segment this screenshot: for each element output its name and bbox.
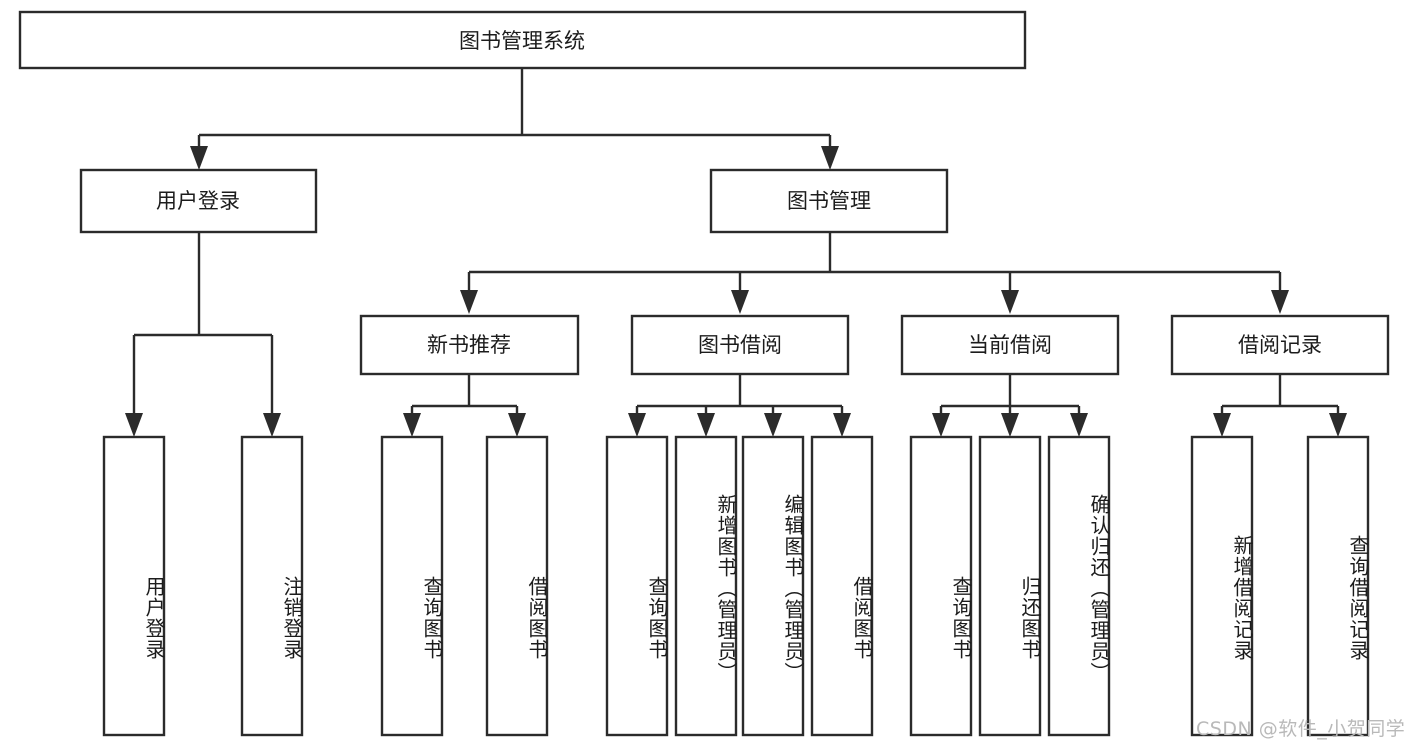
leaf-logout[interactable] bbox=[240, 435, 304, 737]
node-new-book-recommend-label: 新书推荐 bbox=[427, 333, 511, 357]
csdn-watermark: CSDN @软件_小贺同学 bbox=[1196, 718, 1405, 740]
connector-group-new-book bbox=[403, 374, 526, 437]
arrow-head-cb-leaf-3 bbox=[1070, 413, 1088, 437]
arrow-head-leaf-logout bbox=[263, 413, 281, 437]
node-borrow-record[interactable] bbox=[1170, 314, 1390, 376]
arrow-head-current-borrow bbox=[1001, 290, 1019, 314]
node-book-borrow-label: 图书借阅 bbox=[698, 333, 782, 357]
arrow-head-leaf-user-login bbox=[125, 413, 143, 437]
arrow-head-book-borrow bbox=[731, 290, 749, 314]
arrow-head-bb-leaf-3 bbox=[764, 413, 782, 437]
leaf-cb-return-book[interactable] bbox=[978, 435, 1042, 737]
arrow-head-nb-leaf-1 bbox=[403, 413, 421, 437]
leaf-bb-edit-book-admin[interactable] bbox=[741, 435, 805, 737]
arrow-head-br-leaf-2 bbox=[1329, 413, 1347, 437]
leaf-user-login[interactable] bbox=[102, 435, 166, 737]
arrow-head-bb-leaf-4 bbox=[833, 413, 851, 437]
arrow-head-nb-leaf-2 bbox=[508, 413, 526, 437]
connector-group-root bbox=[190, 68, 839, 170]
node-user-login-label: 用户登录 bbox=[156, 189, 240, 213]
node-book-management-label: 图书管理 bbox=[787, 189, 871, 213]
connector-group-user-login bbox=[125, 232, 281, 437]
arrow-head-book-mgmt bbox=[821, 146, 839, 170]
arrow-head-br-leaf-1 bbox=[1213, 413, 1231, 437]
leaf-bb-query-book[interactable] bbox=[605, 435, 669, 737]
node-borrow-record-label: 借阅记录 bbox=[1238, 333, 1322, 357]
connector-group-book-mgmt bbox=[460, 232, 1289, 314]
leaf-cb-confirm-return-admin[interactable] bbox=[1047, 435, 1111, 737]
arrow-head-cb-leaf-1 bbox=[932, 413, 950, 437]
arrow-head-new-book bbox=[460, 290, 478, 314]
leaf-nb-query-book[interactable] bbox=[380, 435, 444, 737]
arrow-head-cb-leaf-2 bbox=[1001, 413, 1019, 437]
node-root-book-management-system[interactable] bbox=[18, 10, 1027, 70]
leaf-cb-query-book[interactable] bbox=[909, 435, 973, 737]
node-new-book-recommend[interactable] bbox=[359, 314, 580, 376]
node-current-borrow[interactable] bbox=[900, 314, 1120, 376]
arrow-head-user-login bbox=[190, 146, 208, 170]
leaf-br-query-record[interactable] bbox=[1306, 435, 1370, 737]
connector-group-current-borrow bbox=[932, 374, 1088, 437]
arrow-head-bb-leaf-1 bbox=[628, 413, 646, 437]
leaf-br-add-record[interactable] bbox=[1190, 435, 1254, 737]
arrow-head-borrow-record bbox=[1271, 290, 1289, 314]
leaf-nb-borrow-book[interactable] bbox=[485, 435, 549, 737]
arrow-head-bb-leaf-2 bbox=[697, 413, 715, 437]
connector-group-book-borrow bbox=[628, 374, 851, 437]
node-root-label: 图书管理系统 bbox=[459, 29, 585, 53]
leaf-bb-add-book-admin[interactable] bbox=[674, 435, 738, 737]
node-user-login[interactable] bbox=[79, 168, 318, 234]
node-book-management[interactable] bbox=[709, 168, 949, 234]
connector-group-borrow-record bbox=[1213, 374, 1347, 437]
node-book-borrow[interactable] bbox=[630, 314, 850, 376]
node-current-borrow-label: 当前借阅 bbox=[968, 333, 1052, 357]
leaf-bb-borrow-book[interactable] bbox=[810, 435, 874, 737]
